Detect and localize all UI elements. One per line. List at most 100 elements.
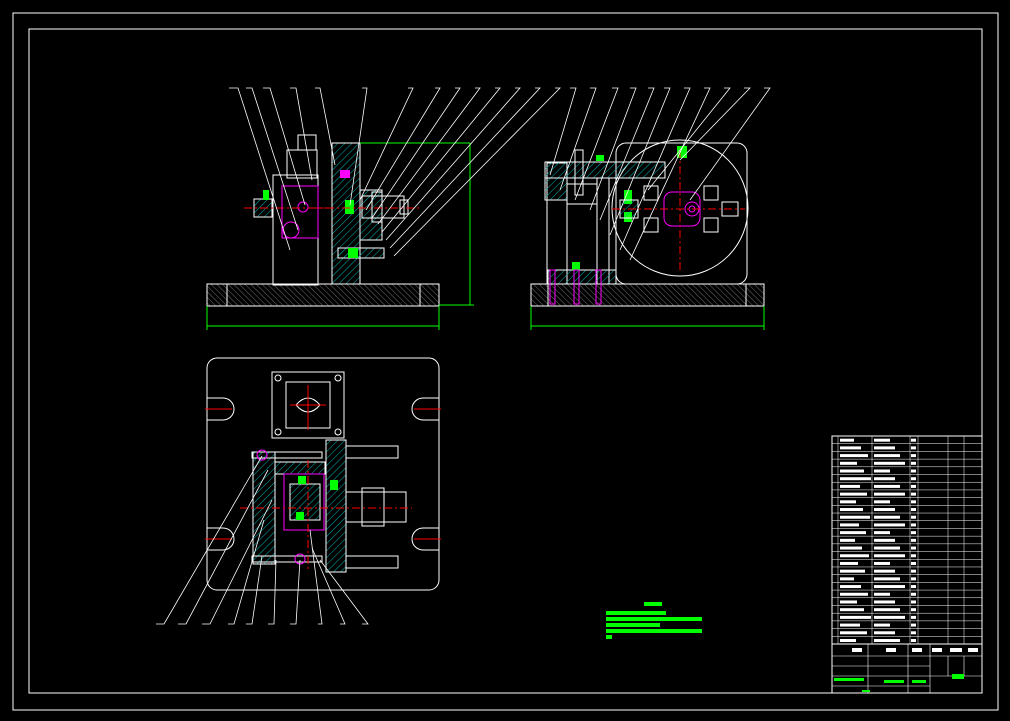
front-base-plate [206, 283, 440, 307]
parts-cell-text [911, 561, 916, 565]
parts-cell-text [840, 638, 856, 642]
front-left-block [272, 174, 319, 286]
parts-cell-text [840, 631, 867, 635]
parts-cell-text [911, 569, 916, 573]
parts-cell-text [911, 623, 916, 627]
front-bolt-center [345, 200, 354, 214]
parts-cell-text [840, 523, 859, 527]
parts-cell-text [911, 577, 916, 581]
title-block [831, 435, 983, 694]
parts-cell-text [840, 561, 858, 565]
inner-frame [28, 28, 983, 694]
parts-cell-text [874, 492, 905, 496]
parts-cell-text [874, 477, 895, 481]
front-view [206, 87, 561, 330]
top-view [156, 357, 441, 625]
parts-cell-text [840, 608, 864, 612]
front-bolt-left [263, 190, 269, 200]
parts-cell-text [874, 561, 890, 565]
parts-cell-text [840, 484, 860, 488]
parts-cell-text [911, 446, 916, 450]
top-base-plate [206, 357, 440, 591]
parts-cell-text [911, 508, 916, 512]
parts-cell-text [874, 608, 900, 612]
parts-cell-text [874, 631, 895, 635]
parts-cell-text [840, 508, 863, 512]
parts-cell-text [840, 623, 860, 627]
parts-cell-text [840, 546, 862, 550]
parts-cell-text [840, 592, 868, 596]
parts-cell-text [874, 623, 890, 627]
parts-cell-text [840, 615, 871, 619]
parts-cell-text [840, 461, 857, 465]
parts-cell-text [874, 469, 890, 473]
parts-cell-text [840, 554, 869, 558]
parts-cell-text [840, 438, 854, 442]
parts-cell-text [911, 492, 916, 496]
front-bolt-lower [348, 248, 358, 258]
parts-cell-text [911, 546, 916, 550]
outer-frame [12, 12, 999, 711]
top-leader-lines [156, 455, 369, 625]
parts-cell-text [911, 585, 916, 589]
u-slot-top-right [411, 397, 439, 421]
side-bolt-top [677, 146, 687, 158]
title-block-frame [831, 643, 983, 694]
parts-cell-text [840, 585, 861, 589]
parts-cell-text [911, 615, 916, 619]
parts-cell-text [874, 484, 900, 488]
parts-cell-text [874, 546, 900, 550]
parts-cell-text [840, 600, 857, 604]
parts-cell-text [874, 638, 900, 642]
front-leader-lines [229, 87, 561, 257]
parts-cell-text [911, 592, 916, 596]
parts-cell-text [874, 554, 905, 558]
parts-cell-text [874, 592, 890, 596]
parts-cell-text [874, 515, 900, 519]
parts-cell-text [840, 515, 870, 519]
parts-cell-text [874, 508, 895, 512]
parts-cell-text [911, 484, 916, 488]
parts-cell-text [911, 515, 916, 519]
parts-cell-text [840, 569, 865, 573]
parts-cell-text [911, 638, 916, 642]
side-round-plate [615, 142, 748, 285]
parts-cell-text [840, 577, 854, 581]
parts-cell-text [911, 500, 916, 504]
side-base-plate [530, 283, 765, 307]
parts-cell-text [840, 477, 871, 481]
title-block-fills [834, 648, 978, 692]
parts-cell-text [874, 523, 905, 527]
parts-cell-text [840, 454, 868, 458]
side-leader-lines [549, 87, 771, 261]
parts-cell-text [911, 554, 916, 558]
parts-cell-text [874, 531, 890, 535]
parts-cell-text [840, 538, 855, 542]
parts-cell-text [840, 531, 866, 535]
parts-cell-text [874, 461, 905, 465]
parts-cell-text [911, 531, 916, 535]
parts-cell-text [911, 631, 916, 635]
parts-cell-text [874, 585, 905, 589]
parts-cell-text [911, 454, 916, 458]
parts-cell-text [911, 600, 916, 604]
parts-cell-text [911, 461, 916, 465]
parts-cell-text [911, 523, 916, 527]
side-bolt-left [624, 190, 632, 204]
u-slot-top-left [207, 397, 235, 421]
parts-cell-text [911, 469, 916, 473]
u-slot-bottom-right [411, 527, 439, 551]
side-view [530, 87, 771, 330]
top-bolt-2 [330, 480, 338, 490]
parts-cell-text [874, 600, 895, 604]
top-bolt-1 [298, 476, 306, 484]
parts-cell-text [874, 500, 890, 504]
parts-cell-text [840, 469, 864, 473]
parts-cell-text [911, 538, 916, 542]
parts-cell-text [874, 438, 890, 442]
parts-cell-text [840, 500, 856, 504]
parts-cell-text [874, 615, 905, 619]
parts-cell-text [911, 477, 916, 481]
parts-cell-text [874, 538, 895, 542]
parts-cell-text [874, 454, 900, 458]
